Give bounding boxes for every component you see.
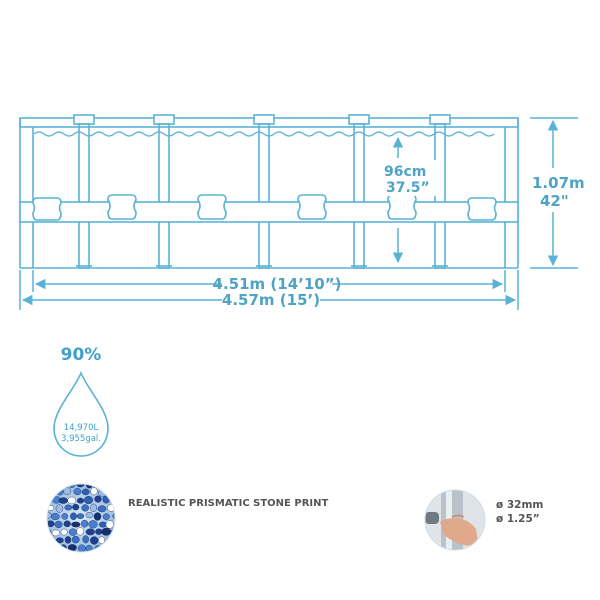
pipe-diameter-metric: ø 32mm: [496, 499, 543, 511]
height-metric: 1.07m: [532, 174, 585, 192]
leg: [158, 123, 170, 269]
water-drop-icon: [53, 370, 109, 457]
rail-connector: [153, 114, 175, 125]
rail-connector: [429, 114, 451, 125]
belt-connector: [467, 197, 497, 221]
belt-connector: [32, 197, 62, 221]
capacity-liters: 14,970L: [64, 423, 99, 433]
leg: [353, 123, 365, 269]
leg: [78, 123, 90, 269]
diameter-dimension: [19, 270, 519, 310]
side-belt: [19, 201, 519, 223]
pipe-photo: [425, 490, 485, 550]
rail-connector: [253, 114, 275, 125]
leg: [258, 123, 270, 269]
belt-connector: [297, 194, 327, 220]
rail-connector: [348, 114, 370, 125]
water-depth-imperial: 37.5”: [386, 180, 430, 196]
belt-connector: [197, 194, 227, 220]
belt-connector: [387, 194, 417, 220]
outer-diameter-label: 4.57m (15’): [222, 291, 320, 309]
leg: [434, 123, 446, 269]
height-dimension: [530, 117, 578, 269]
inner-diameter-label: 4.51m (14’10”): [213, 275, 342, 293]
stone-print-label: REALISTIC PRISMATIC STONE PRINT: [128, 498, 328, 509]
fill-percent: 90%: [61, 345, 102, 365]
pool-frame: [19, 114, 519, 269]
rail-connector: [73, 114, 95, 125]
stone-print-swatch: [47, 484, 115, 552]
pipe-diameter-imperial: ø 1.25”: [496, 513, 540, 525]
capacity-gallons: 3,955gal.: [61, 434, 101, 444]
height-imperial: 42": [540, 192, 569, 210]
water-depth-metric: 96cm: [384, 164, 426, 180]
water-surface: [33, 131, 495, 137]
belt-connector: [107, 194, 137, 220]
